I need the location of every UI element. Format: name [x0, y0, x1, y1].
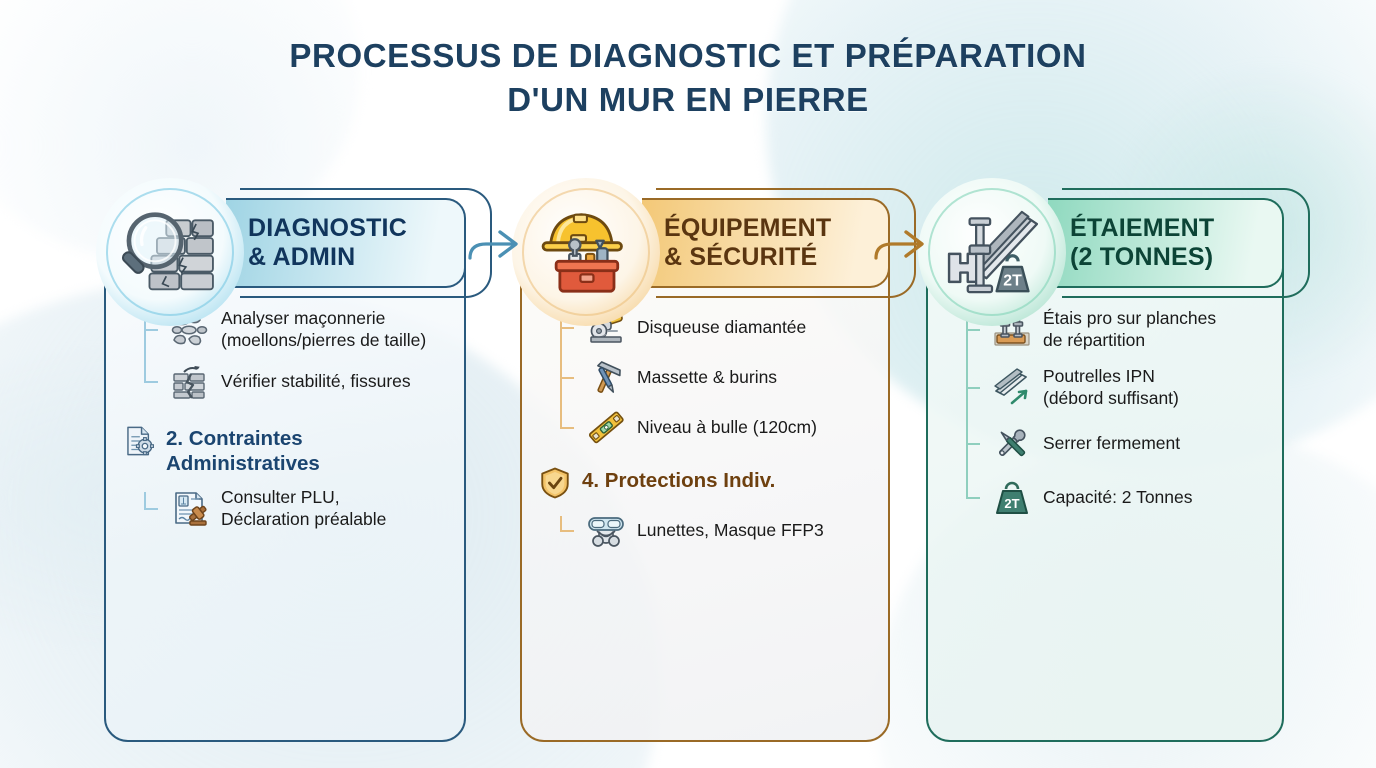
arrow-col2-to-col3	[872, 222, 932, 268]
steel-beam-prop-weight-icon: 2T	[918, 178, 1066, 326]
wrench-screwdriver-cross-icon	[992, 423, 1032, 463]
badge-label-line-2: & SÉCURITÉ	[664, 243, 818, 271]
list-item: Vérifier stabilité, fissures	[144, 361, 450, 401]
list-item: Massette & burins	[560, 357, 874, 397]
badge-label-line-2: & ADMIN	[248, 243, 356, 271]
hard-hat-toolbox-icon	[512, 178, 660, 326]
badge-wrap-etaiement: ÉTAIEMENT (2 TONNES)	[1048, 188, 1310, 298]
badge-etaiement: ÉTAIEMENT (2 TONNES)	[1048, 198, 1284, 288]
list-item: Serrer fermement	[966, 423, 1268, 463]
list-item-label: Disqueuse diamantée	[637, 316, 807, 337]
badge-label-line-2: (2 TONNES)	[1070, 243, 1214, 271]
list-item: 2T Capacité: 2 Tonnes	[966, 477, 1268, 517]
list-item-label: Massette & burins	[637, 366, 778, 387]
header-diagnostic: DIAGNOSTIC & ADMIN	[96, 178, 492, 326]
list-item: Poutrelles IPN(débord suffisant)	[966, 365, 1268, 409]
section-items: Lunettes, Masque FFP3	[560, 510, 874, 550]
panel-equipement	[520, 244, 890, 742]
hammer-chisel-icon	[586, 357, 626, 397]
list-item: Analyser maçonnerie(moellons/pierres de …	[144, 307, 450, 351]
weight-2t-icon: 2T	[992, 477, 1032, 517]
section-header: 2. Contraintes Administratives	[122, 423, 450, 476]
panel-etaiement	[926, 244, 1284, 742]
badge-wrap-diagnostic: DIAGNOSTIC & ADMIN	[226, 188, 492, 298]
svg-text:2T: 2T	[1004, 496, 1019, 511]
section-protections-individuelles: 4. Protections Indiv.	[538, 465, 874, 550]
section-header: 4. Protections Indiv.	[538, 465, 874, 500]
badge-label-line-1: ÉTAIEMENT	[1070, 214, 1215, 242]
section-title: 2. Contraintes Administratives	[166, 427, 320, 476]
list-item: Disqueuse diamantée	[560, 307, 874, 347]
badge-diagnostic: DIAGNOSTIC & ADMIN	[226, 198, 466, 288]
shield-check-icon	[538, 466, 572, 500]
list-item: Lunettes, Masque FFP3	[560, 510, 874, 550]
svg-text:2T: 2T	[1003, 273, 1022, 290]
list-item-label: Niveau à bulle (120cm)	[637, 416, 817, 437]
page-title: PROCESSUS DE DIAGNOSTIC ET PRÉPARATION D…	[0, 34, 1376, 121]
list-item-label: Lunettes, Masque FFP3	[637, 519, 824, 540]
list-item-label: Vérifier stabilité, fissures	[221, 371, 411, 392]
section-items: Consulter PLU,Déclaration préalable	[144, 486, 450, 530]
goggles-respirator-icon	[586, 510, 626, 550]
spirit-level-icon	[586, 407, 626, 447]
sections-diagnostic: 1. Nature du Mur	[104, 262, 466, 540]
list-item-label: Poutrelles IPN(débord suffisant)	[1043, 366, 1179, 409]
badge-outline-etaiement	[1062, 188, 1310, 298]
list-item-label: Capacité: 2 Tonnes	[1043, 487, 1193, 508]
section-title: 4. Protections Indiv.	[582, 469, 776, 492]
ipn-beam-arrow-icon	[992, 367, 1032, 407]
header-equipement: ÉQUIPEMENT & SÉCURITÉ	[512, 178, 916, 326]
badge-wrap-equipement: ÉQUIPEMENT & SÉCURITÉ	[642, 188, 916, 298]
badge-label-line-1: DIAGNOSTIC	[248, 214, 407, 242]
list-item-label: Consulter PLU,Déclaration préalable	[221, 487, 387, 530]
header-etaiement: 2T ÉTAIEMENT (2 TONNES)	[918, 178, 1310, 326]
legal-document-gavel-icon	[170, 488, 210, 528]
page-title-line-1: PROCESSUS DE DIAGNOSTIC ET PRÉPARATION	[289, 37, 1087, 74]
magnifier-stone-wall-icon	[96, 178, 244, 326]
list-item-label: Analyser maçonnerie(moellons/pierres de …	[221, 308, 427, 351]
list-item: Consulter PLU,Déclaration préalable	[144, 486, 450, 530]
section-items: Analyser maçonnerie(moellons/pierres de …	[144, 307, 450, 401]
section-contraintes-administratives: 2. Contraintes Administratives	[122, 423, 450, 530]
panel-diagnostic	[104, 244, 466, 742]
page-title-line-2: D'UN MUR EN PIERRE	[507, 80, 869, 118]
arrow-col1-to-col2	[466, 222, 526, 268]
badge-label-line-1: ÉQUIPEMENT	[664, 214, 832, 242]
badge-equipement: ÉQUIPEMENT & SÉCURITÉ	[642, 198, 890, 288]
section-items: Disqueuse diamantée	[560, 307, 874, 447]
list-item-label: Serrer fermement	[1043, 433, 1181, 454]
cracked-wall-icon	[170, 361, 210, 401]
list-item: Niveau à bulle (120cm)	[560, 407, 874, 447]
document-gear-icon	[122, 424, 156, 458]
